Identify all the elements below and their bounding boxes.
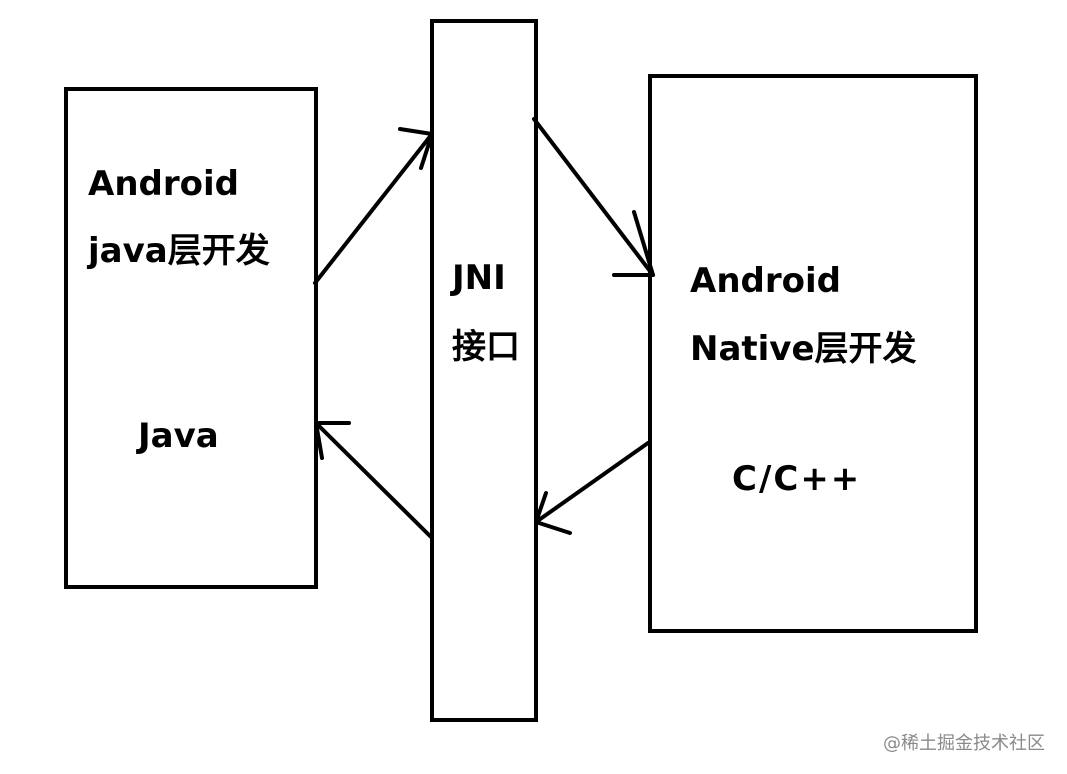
arrow-java-to-jni (313, 127, 434, 285)
jni-title-line2: 接口 (452, 327, 520, 367)
arrow-jni-to-native (532, 117, 655, 277)
java-layer-box (64, 87, 318, 589)
arrow-native-to-jni (534, 441, 650, 535)
native-language-label: C/C++ (732, 459, 861, 499)
native-layer-title-line1: Android (690, 261, 841, 301)
jni-title-line1: JNI (450, 258, 506, 298)
native-layer-box (648, 74, 978, 633)
native-layer-title-line2: Native层开发 (690, 329, 917, 369)
watermark-text: @稀土掘金技术社区 (883, 733, 1045, 754)
java-language-label: Java (136, 416, 219, 456)
java-layer-title-line2: java层开发 (86, 231, 270, 271)
jni-interface-box (430, 19, 538, 722)
arrow-jni-to-java (314, 421, 433, 539)
java-layer-title-line1: Android (88, 164, 239, 204)
